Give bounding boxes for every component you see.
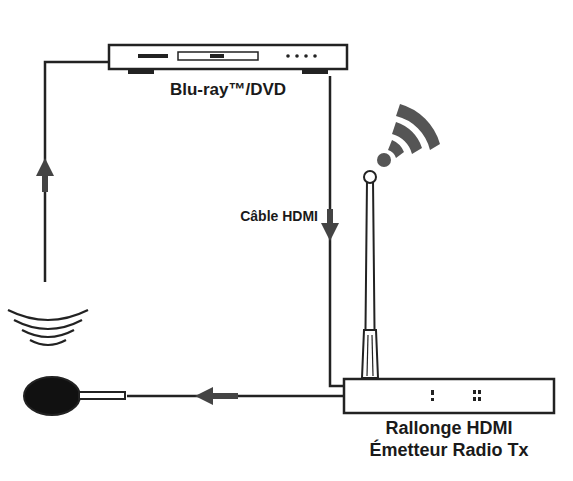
radio-waves <box>377 104 440 167</box>
antenna <box>362 171 378 378</box>
device-label: Rallonge HDMI Émetteur Radio Tx <box>347 418 552 461</box>
up-arrow <box>36 158 54 192</box>
hdmi-transmitter: Rallonge HDMI Émetteur Radio Tx <box>343 378 555 461</box>
device-outline <box>108 44 348 76</box>
device-outline <box>343 378 555 414</box>
device-body <box>108 44 348 76</box>
arrow-head <box>321 209 339 241</box>
wireless-dongle <box>24 377 80 415</box>
cable-label: Câble HDMI <box>238 207 320 225</box>
device-label: Blu-ray™/DVD <box>113 80 343 100</box>
hdmi-cable <box>321 76 343 386</box>
transmitter-body <box>343 378 555 414</box>
dongle-stick <box>79 392 125 399</box>
signal-line <box>45 62 108 282</box>
wifi-waves <box>8 310 88 345</box>
bluray-player: Blu-ray™/DVD <box>108 44 348 100</box>
left-arrow <box>195 387 238 405</box>
